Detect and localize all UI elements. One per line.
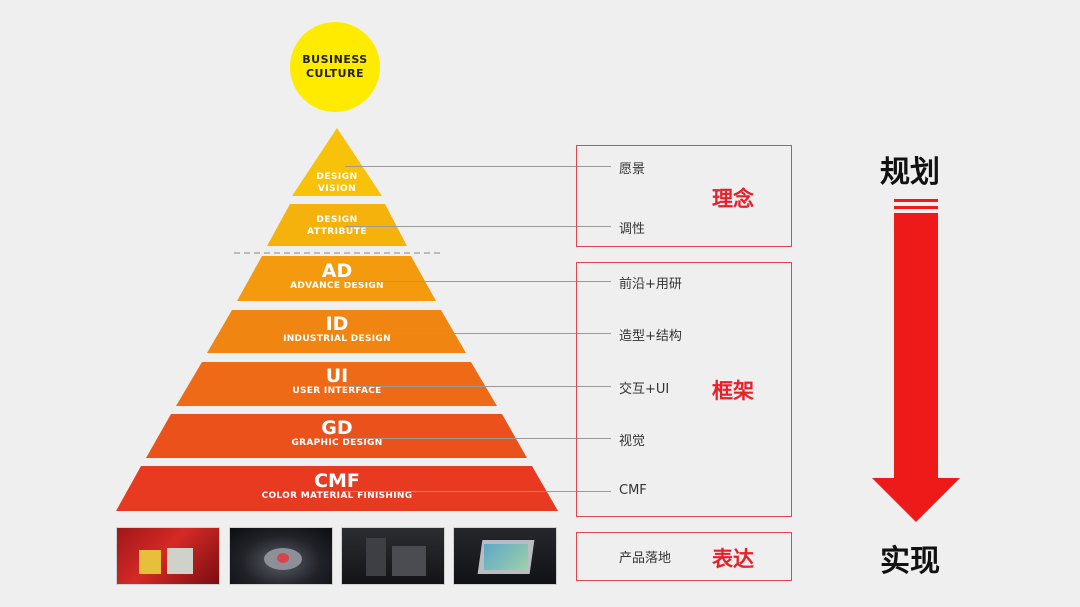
layer-gd-full: GRAPHIC DESIGN — [291, 438, 382, 449]
group-box-concept — [576, 145, 792, 247]
connector-ui — [345, 386, 611, 387]
layer-ui-full: USER INTERFACE — [292, 386, 381, 397]
layer-cmf-abbr: CMF — [262, 471, 413, 491]
item-research: 前沿+用研 — [619, 273, 682, 292]
item-vision: 愿景 — [619, 158, 645, 177]
layer-design-attribute-line2: ATTRIBUTE — [307, 226, 367, 238]
product-image-2 — [229, 527, 333, 585]
product-image-4 — [453, 527, 557, 585]
layer-gd-abbr: GD — [291, 418, 382, 438]
layer-ad-abbr: AD — [290, 261, 384, 281]
layer-id-abbr: ID — [283, 314, 391, 334]
layer-design-attribute-line1: DESIGN — [307, 214, 367, 226]
group-label-framework: 框架 — [712, 375, 754, 405]
layer-ad-full: ADVANCE DESIGN — [290, 281, 384, 292]
side-label-realize: 实现 — [880, 536, 940, 580]
plan-to-realize-arrow — [872, 199, 960, 522]
side-label-plan: 规划 — [880, 147, 940, 191]
group-box-framework — [576, 262, 792, 517]
connector-gd — [345, 438, 611, 439]
layer-gd: GD GRAPHIC DESIGN — [291, 418, 382, 449]
layer-design-vision-line2: VISION — [316, 183, 357, 195]
item-tone: 调性 — [619, 218, 645, 237]
connector-vision — [345, 166, 611, 167]
connector-attribute — [345, 226, 611, 227]
layer-design-vision: DESIGN VISION — [316, 171, 357, 195]
layer-id: ID INDUSTRIAL DESIGN — [283, 314, 391, 345]
layer-cmf-full: COLOR MATERIAL FINISHING — [262, 491, 413, 502]
item-cmf: CMF — [619, 483, 647, 498]
group-label-expression: 表达 — [712, 543, 754, 573]
connector-cmf — [345, 491, 611, 492]
group-box-expression — [576, 532, 792, 581]
item-visual: 视觉 — [619, 430, 645, 449]
layer-ad: AD ADVANCE DESIGN — [290, 261, 384, 292]
layer-design-vision-line1: DESIGN — [316, 171, 357, 183]
group-label-concept: 理念 — [712, 183, 754, 213]
connector-ad — [345, 281, 611, 282]
layer-id-full: INDUSTRIAL DESIGN — [283, 334, 391, 345]
item-structure: 造型+结构 — [619, 325, 682, 344]
product-image-1 — [116, 527, 220, 585]
item-product: 产品落地 — [619, 547, 671, 566]
product-image-3 — [341, 527, 445, 585]
layer-ui-abbr: UI — [292, 366, 381, 386]
connector-id — [345, 333, 611, 334]
layer-cmf: CMF COLOR MATERIAL FINISHING — [262, 471, 413, 502]
layer-ui: UI USER INTERFACE — [292, 366, 381, 397]
item-interaction: 交互+UI — [619, 378, 669, 397]
